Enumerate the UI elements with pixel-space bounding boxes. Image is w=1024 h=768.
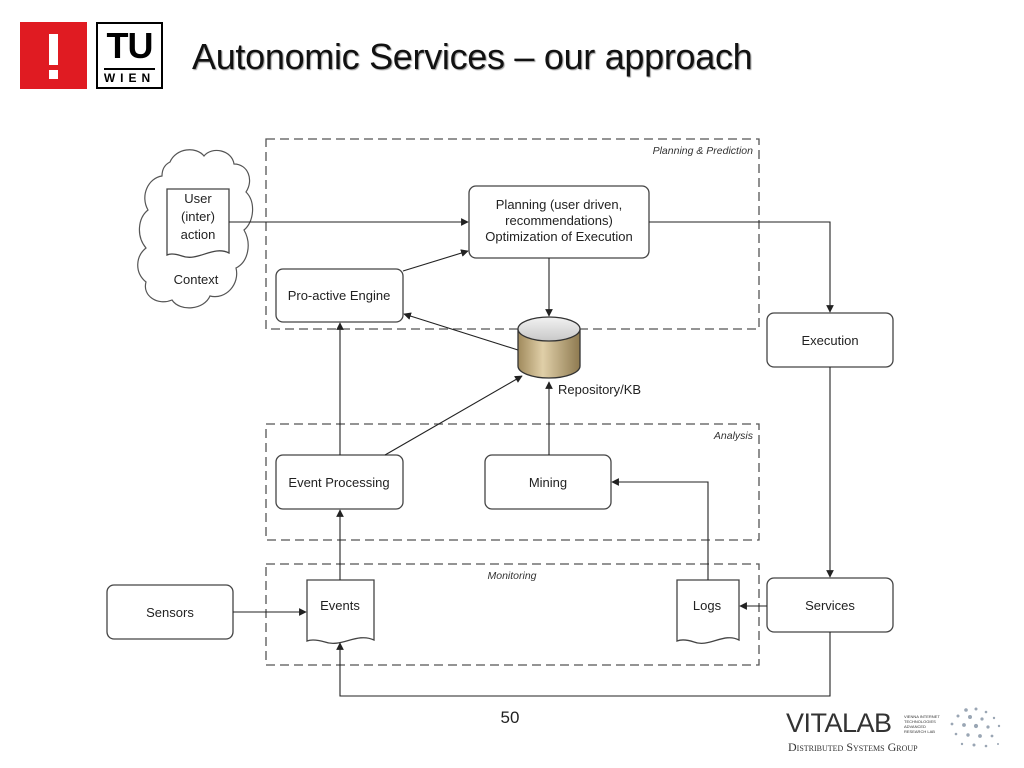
planning-line-3: Optimization of Execution — [485, 229, 632, 244]
monitoring-region-label: Monitoring — [487, 570, 536, 582]
events-node: Events — [306, 579, 375, 644]
vitalab-logo: VITALAB VIENNA INTERNET TECHNOLOGIES ADV… — [786, 707, 1006, 760]
repository-label: Repository/KB — [558, 382, 641, 397]
user-action-line-3: action — [181, 227, 216, 242]
page-number: 50 — [500, 708, 520, 727]
repository-node: Repository/KB — [517, 316, 641, 397]
events-label: Events — [320, 598, 360, 613]
arrow-engine-to-planning — [402, 249, 469, 272]
planning-prediction-region: Planning & Prediction — [265, 138, 760, 330]
arrow-services-to-events — [336, 632, 831, 697]
vitalab-small-text: VIENNA INTERNET TECHNOLOGIES ADVANCED RE… — [904, 714, 940, 734]
services-node: Services — [766, 577, 894, 633]
execution-label: Execution — [801, 333, 858, 348]
planning-line-1: Planning (user driven, — [496, 197, 622, 212]
analysis-region-label: Analysis — [713, 430, 754, 442]
diagram-connectors — [229, 218, 834, 697]
mining-node: Mining — [484, 454, 612, 510]
arrow-logs-to-mining — [611, 478, 709, 580]
user-action-line-2: (inter) — [181, 209, 215, 224]
user-action-line-1: User — [184, 191, 212, 206]
planning-node: Planning (user driven, recommendations) … — [468, 185, 650, 259]
planning-region-label: Planning & Prediction — [653, 145, 754, 157]
vitalab-wordmark: VITALAB — [786, 708, 892, 738]
proactive-engine-node: Pro-active Engine — [275, 268, 404, 323]
context-label: Context — [174, 272, 219, 287]
event-processing-node: Event Processing — [275, 454, 404, 510]
user-action-node: User (inter) action — [166, 188, 230, 258]
vitalab-group: Distributed Systems Group — [788, 740, 918, 754]
arrow-planning-to-execution — [649, 221, 834, 313]
exclamation-logo — [20, 22, 87, 89]
arrow-eventprocessing-to-repository — [384, 375, 523, 456]
execution-node: Execution — [766, 312, 894, 368]
services-label: Services — [805, 598, 855, 613]
event-processing-label: Event Processing — [288, 475, 389, 490]
logs-node: Logs — [676, 579, 740, 644]
proactive-engine-label: Pro-active Engine — [288, 288, 391, 303]
monitoring-region: Monitoring — [265, 563, 760, 666]
mining-label: Mining — [529, 475, 567, 490]
dot-pattern-icon — [950, 707, 1001, 748]
arrow-repository-to-engine — [403, 312, 519, 351]
tu-wien-logo: TU WIEN — [96, 22, 163, 89]
sensors-label: Sensors — [146, 605, 194, 620]
logs-label: Logs — [693, 598, 722, 613]
analysis-region: Analysis — [265, 423, 760, 541]
sensors-node: Sensors — [106, 584, 234, 640]
planning-line-2: recommendations) — [505, 213, 613, 228]
slide-title: Autonomic Services – our approach — [192, 36, 753, 77]
